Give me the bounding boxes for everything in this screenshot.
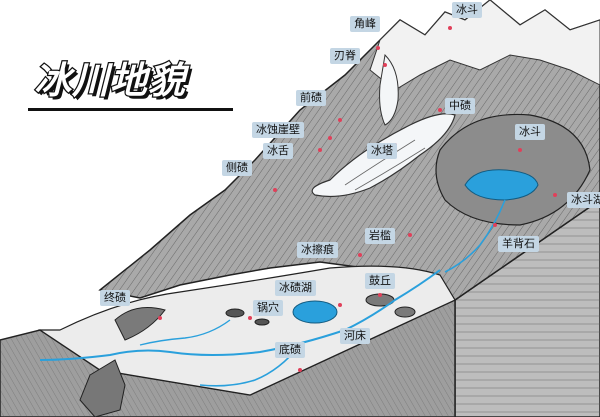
label-kettle: 锅穴 bbox=[253, 300, 283, 316]
label-ice-tongue: 冰舌 bbox=[263, 143, 293, 159]
end-moraine bbox=[114, 307, 166, 341]
moraine-lake bbox=[292, 300, 338, 324]
label-ground-moraine: 底碛 bbox=[275, 342, 305, 358]
label-medial-moraine: 中碛 bbox=[445, 98, 475, 114]
label-front-moraine: 前碛 bbox=[296, 90, 326, 106]
label-serac: 冰塔 bbox=[367, 143, 397, 159]
rock-cliff bbox=[79, 359, 126, 417]
label-ice-erosion-cliff: 冰蚀崖壁 bbox=[252, 122, 304, 138]
label-cirque-top: 冰斗 bbox=[452, 2, 482, 18]
snow-caps bbox=[369, 0, 600, 91]
river-branch bbox=[139, 319, 231, 346]
label-terminal-moraine: 终碛 bbox=[100, 290, 130, 306]
label-glacial-striation: 冰擦痕 bbox=[297, 242, 338, 258]
label-riverbed: 河床 bbox=[340, 328, 370, 344]
label-arete: 刃脊 bbox=[330, 48, 360, 64]
label-moraine-lake: 冰碛湖 bbox=[275, 280, 316, 296]
river-main bbox=[39, 269, 441, 361]
upper-glacier bbox=[379, 53, 399, 126]
label-cirque-lake: 冰斗湖 bbox=[567, 192, 600, 208]
label-roche-moutonnee: 羊背石 bbox=[498, 236, 539, 252]
drumlin bbox=[394, 306, 416, 318]
river-branch bbox=[199, 344, 301, 387]
page-title: 冰川地貌 bbox=[33, 58, 187, 104]
title-underline bbox=[28, 108, 233, 111]
kettle bbox=[225, 308, 245, 318]
cirque-lake bbox=[464, 169, 539, 201]
label-cirque-right: 冰斗 bbox=[515, 124, 545, 140]
label-lateral-moraine: 侧碛 bbox=[222, 160, 252, 176]
label-horn: 角峰 bbox=[350, 16, 380, 32]
kettle bbox=[254, 318, 270, 326]
label-drumlin: 鼓丘 bbox=[365, 273, 395, 289]
label-rock-step: 岩槛 bbox=[365, 228, 395, 244]
river-upper bbox=[444, 199, 506, 273]
